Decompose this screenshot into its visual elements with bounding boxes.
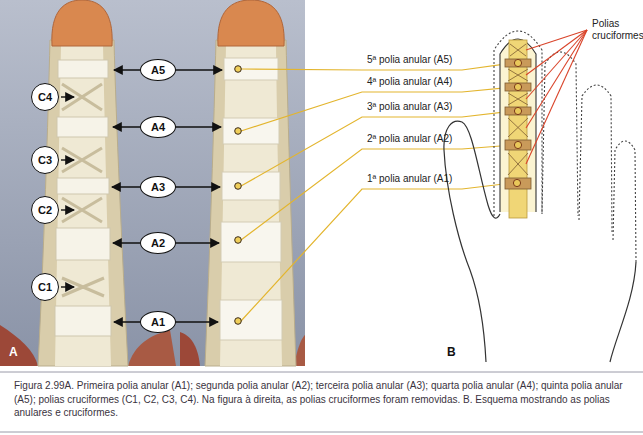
pulley-label: 1ª polia anular (A1) [367,173,452,185]
annular-callout: A1 [140,311,176,333]
cruciform-arrows [61,97,74,287]
callout-number: A4 [151,122,165,133]
hand-drawing [444,30,636,362]
cruciform-callout: C2 [31,196,59,224]
callout-number: C1 [38,282,52,293]
callout-number: A1 [151,317,165,328]
photo-dots [235,66,242,325]
callout-number: A3 [151,182,165,193]
annular-callout: A4 [140,116,176,138]
callout-number: A5 [151,65,165,76]
left-finger [38,0,128,366]
cruciform-callout: C1 [31,273,59,301]
photo-ground [0,0,305,366]
annular-callout: A2 [140,232,176,254]
pulley-label: 5ª polia anular (A5) [367,54,452,66]
pulley-label: 3ª polia anular (A3) [367,101,452,113]
pulley-label: 2ª polia anular (A2) [367,133,452,145]
pulley-arrows [112,70,222,322]
leader-lines [241,63,513,321]
panel-letter: A [9,346,18,358]
pulley-group-label: Polias cruciformes [592,18,643,42]
annular-callout: A3 [140,176,176,198]
annular-callout: A5 [140,59,176,81]
pulley-label: 4ª polia anular (A4) [367,76,452,88]
cruciform-callout: C4 [31,83,59,111]
callout-number: C4 [38,92,52,103]
panel-letter: B [447,346,456,358]
cruciform-callout: C3 [31,146,59,174]
caption-rule [0,432,643,433]
caption-rule [0,372,643,373]
callout-number: C3 [38,155,52,166]
callout-number: C2 [38,205,52,216]
callout-number: A2 [151,238,165,249]
figure-caption: Figura 2.99A. Primeira polia anular (A1)… [14,379,630,420]
